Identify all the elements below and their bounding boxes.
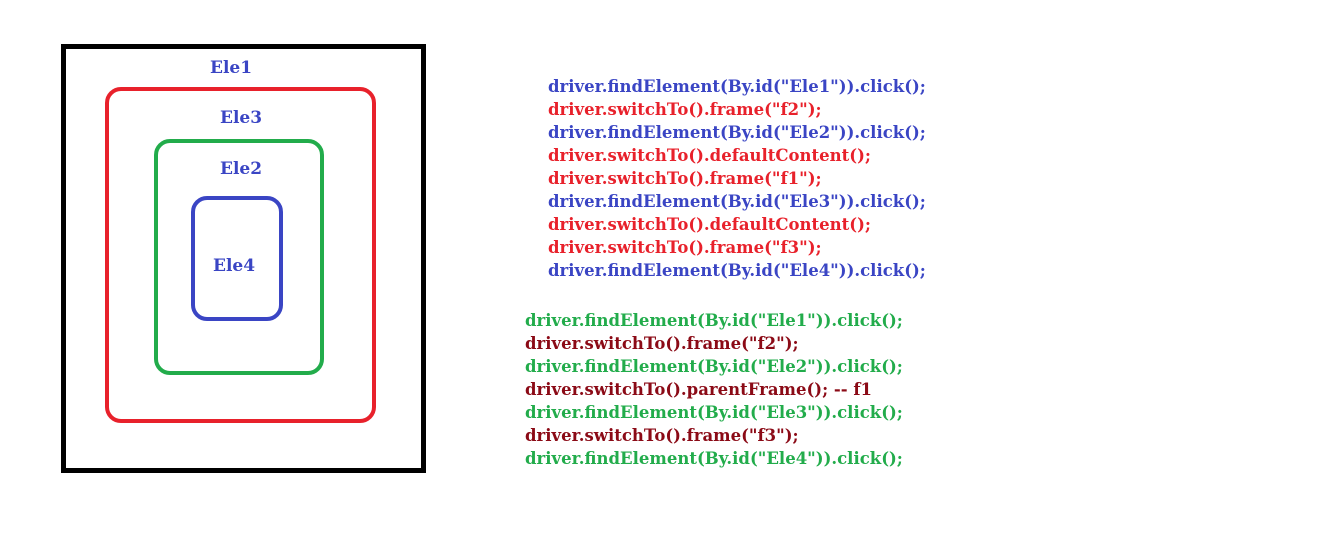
frame-f2-box: [154, 139, 324, 375]
code-line: driver.switchTo().defaultContent();: [548, 215, 871, 234]
main-page-box: [61, 44, 426, 473]
code-line: driver.switchTo().frame("f3");: [548, 238, 822, 257]
code-line: driver.findElement(By.id("Ele2")).click(…: [548, 123, 926, 142]
code-line: driver.switchTo().frame("f3");: [525, 426, 799, 445]
code-line: driver.findElement(By.id("Ele1")).click(…: [548, 77, 926, 96]
code-line: driver.findElement(By.id("Ele4")).click(…: [548, 261, 926, 280]
code-line: driver.switchTo().frame("f1");: [548, 169, 822, 188]
frame-f1-box: [105, 87, 376, 423]
code-line: driver.switchTo().defaultContent();: [548, 146, 871, 165]
code-line: driver.findElement(By.id("Ele1")).click(…: [525, 311, 903, 330]
label-ele2: Ele2: [220, 159, 263, 179]
code-line: driver.findElement(By.id("Ele4")).click(…: [525, 449, 903, 468]
code-line: driver.switchTo().frame("f2");: [548, 100, 822, 119]
code-line: driver.findElement(By.id("Ele3")).click(…: [548, 192, 926, 211]
code-block-parent-frame: driver.findElement(By.id("Ele1")).click(…: [525, 309, 903, 470]
code-line: driver.switchTo().parentFrame(); -- f1: [525, 380, 872, 399]
code-line: driver.findElement(By.id("Ele2")).click(…: [525, 357, 903, 376]
code-line: driver.findElement(By.id("Ele3")).click(…: [525, 403, 903, 422]
code-block-default-content: driver.findElement(By.id("Ele1")).click(…: [548, 75, 926, 282]
code-line: driver.switchTo().frame("f2");: [525, 334, 799, 353]
frame-f3-box: [191, 196, 283, 321]
label-ele3: Ele3: [220, 108, 263, 128]
label-ele1: Ele1: [210, 58, 253, 78]
label-ele4: Ele4: [213, 256, 256, 276]
